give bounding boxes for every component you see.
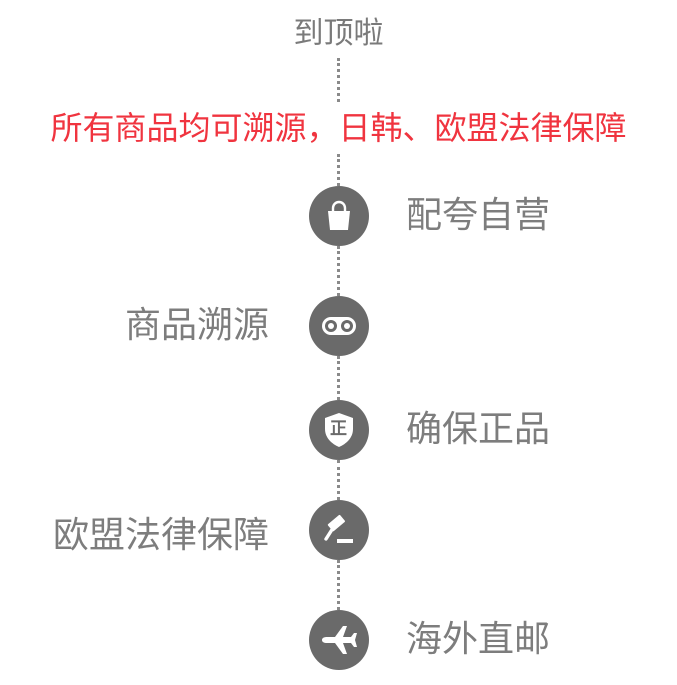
- self-operated-node: [309, 186, 369, 246]
- timeline-connector: [337, 246, 340, 296]
- feature-label-direct-shipping: 海外直邮: [406, 619, 551, 660]
- traceability-tagline: 所有商品均可溯源，日韩、欧盟法律保障: [50, 109, 627, 147]
- legal-protection-node: [309, 500, 369, 560]
- timeline-connector: [337, 460, 340, 500]
- traceability-node: [309, 296, 369, 356]
- timeline-connector: [337, 560, 340, 610]
- feature-label-traceability: 商品溯源: [124, 305, 269, 346]
- timeline-connector: [337, 356, 340, 400]
- authentic-shield-icon: [325, 413, 353, 447]
- authentic-shield-text: 正: [330, 419, 347, 439]
- direct-shipping-node: [309, 610, 369, 670]
- shopping-bag-icon: [328, 200, 350, 230]
- feature-label-self-operated: 配夸自营: [406, 195, 551, 236]
- feature-label-legal-protection: 欧盟法律保障: [52, 515, 269, 556]
- timeline-connector: [337, 58, 340, 102]
- timeline-connector: [337, 154, 340, 186]
- gavel-icon: [324, 514, 353, 543]
- authentic-node: 正: [309, 400, 369, 460]
- feature-label-authentic: 确保正品: [406, 409, 551, 450]
- airplane-icon: [322, 626, 357, 654]
- back-to-top-label[interactable]: 到顶啦: [293, 16, 384, 51]
- binoculars-icon: [322, 317, 356, 335]
